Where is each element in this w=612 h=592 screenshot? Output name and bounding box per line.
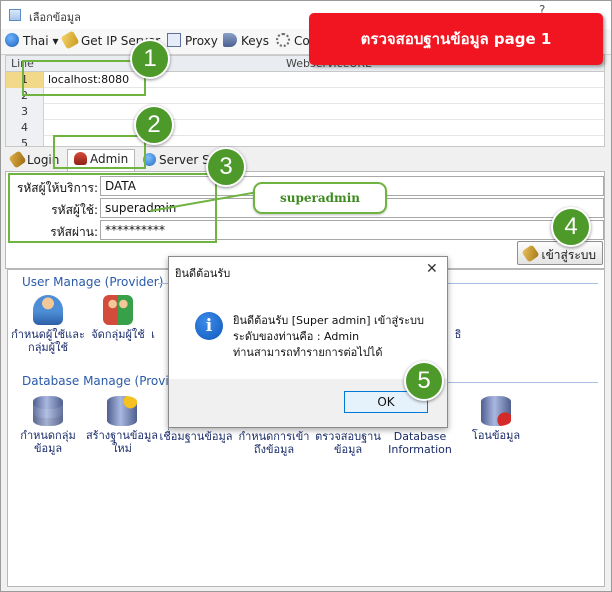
webservice-url-cell[interactable]: localhost:8080: [48, 73, 130, 86]
window-title: เลือกข้อมูล: [29, 11, 81, 24]
dialog-message-line: ระดับของท่านคือ : Admin: [233, 330, 360, 343]
key-icon: [8, 150, 27, 169]
tab-strip: Login Admin Server S: [5, 149, 605, 171]
highlight-box-server-url: [22, 60, 146, 96]
menu-config[interactable]: Co: [276, 33, 310, 51]
login-button[interactable]: เข้าสู่ระบบ: [517, 241, 603, 265]
row-number: 4: [6, 120, 44, 136]
create-database-button[interactable]: สร้างฐานข้อมูลใหม่: [82, 396, 162, 455]
database-manage-title: Database Manage (Provider): [22, 374, 194, 388]
globe-icon: [5, 33, 19, 47]
wand-icon: [60, 30, 80, 50]
highlight-box-login-form: [8, 173, 217, 243]
verify-database-label: ตรวจสอบฐานข้อมูล: [315, 430, 381, 456]
user-code-label: รหัสผู้ใช้:: [51, 203, 98, 217]
table-row[interactable]: 5: [6, 136, 604, 146]
transfer-data-button[interactable]: โอนข้อมูล: [456, 396, 536, 442]
password-label: รหัสผ่าน:: [50, 225, 98, 239]
globe-icon: [143, 153, 156, 166]
username-callout: superadmin: [253, 182, 387, 214]
dialog-close-button[interactable]: ✕: [426, 261, 438, 277]
key-icon: [521, 244, 540, 263]
row-number: 3: [6, 104, 44, 120]
tab-admin[interactable]: Admin: [67, 149, 136, 171]
define-data-group-button[interactable]: กำหนดกลุ่มข้อมูล: [8, 396, 88, 455]
database-information-label: Database Information: [388, 430, 452, 456]
step-badge-1: 1: [130, 39, 170, 79]
provider-code-label: รหัสผู้ให้บริการ:: [16, 181, 98, 195]
welcome-dialog: ยินดีต้อนรับ ✕ i ยินดีต้อนรับ [Super adm…: [168, 256, 448, 428]
connect-database-button[interactable]: เชื่อมฐานข้อมูล: [154, 430, 238, 443]
user-manage-title: User Manage (Provider): [22, 275, 164, 289]
connect-database-label: เชื่อมฐานข้อมูล: [159, 430, 233, 443]
highlight-box-admin-tab: [53, 135, 146, 169]
define-data-group-label: กำหนดกลุ่มข้อมูล: [20, 429, 76, 455]
proxy-icon: [167, 33, 181, 47]
menu-language[interactable]: Thai ▾: [5, 33, 58, 51]
dialog-message-line: ยินดีต้อนรับ [Super admin] เข้าสู่ระบบ: [233, 314, 424, 327]
manage-users-label: กำหนดผู้ใช้และกลุ่มผู้ใช้: [11, 328, 85, 354]
data-access-button[interactable]: กำหนดการเข้าถึงข้อมูล: [234, 430, 314, 456]
menu-language-label: Thai ▾: [23, 34, 59, 48]
dialog-title: ยินดีต้อนรับ: [175, 267, 231, 280]
app-icon: [9, 9, 21, 21]
menu-keys[interactable]: Keys: [223, 33, 269, 51]
user-groups-label: จัดกลุ่มผู้ใช้: [91, 328, 145, 341]
minimize-button[interactable]: ?: [539, 3, 546, 17]
user-manage-item-partial[interactable]: เ: [133, 328, 173, 341]
database-information-button[interactable]: Database Information: [380, 430, 460, 456]
dialog-message-line: ท่านสามารถทำรายการต่อไปได้: [233, 346, 383, 359]
user-manage-item-partial-label: เ: [151, 328, 155, 341]
user-group-icon: [103, 295, 133, 325]
table-row[interactable]: 4: [6, 120, 604, 136]
user-groups-button[interactable]: จัดกลุ่มผู้ใช้: [78, 295, 158, 341]
dialog-footer: OK: [169, 379, 447, 427]
login-button-label: เข้าสู่ระบบ: [541, 248, 597, 262]
row-number: 1: [6, 72, 44, 88]
database-icon: [33, 396, 63, 426]
tab-login-label: Login: [27, 153, 60, 167]
admin-user-icon: [74, 152, 87, 165]
page-banner: ตรวจสอบฐานข้อมูล page 1: [309, 13, 603, 65]
create-database-label: สร้างฐานข้อมูลใหม่: [85, 429, 159, 455]
data-access-label: กำหนดการเข้าถึงข้อมูล: [238, 430, 310, 456]
ok-button[interactable]: OK: [344, 391, 428, 413]
key-icon: [223, 33, 237, 47]
permissions-item-partial[interactable]: ธิ: [438, 328, 478, 341]
step-badge-5: 5: [404, 361, 444, 401]
tab-server-settings-label: Server S: [159, 153, 210, 167]
tab-admin-label: Admin: [90, 152, 129, 166]
tab-server-settings[interactable]: Server S: [137, 151, 216, 171]
manage-users-button[interactable]: กำหนดผู้ใช้และกลุ่มผู้ใช้: [8, 295, 88, 354]
menu-keys-label: Keys: [241, 34, 270, 48]
permissions-item-partial-label: ธิ: [454, 328, 462, 341]
row-number: 5: [6, 136, 44, 146]
tab-login[interactable]: Login: [5, 150, 65, 171]
database-transfer-icon: [481, 396, 511, 426]
database-new-icon: [107, 396, 137, 426]
step-badge-3: 3: [206, 147, 246, 187]
table-row[interactable]: 3: [6, 104, 604, 120]
password-input[interactable]: [100, 220, 604, 240]
verify-database-button[interactable]: ตรวจสอบฐานข้อมูล: [308, 430, 388, 456]
menu-proxy[interactable]: Proxy: [167, 33, 218, 51]
transfer-data-label: โอนข้อมูล: [471, 429, 521, 442]
step-badge-2: 2: [134, 105, 174, 145]
step-badge-4: 4: [551, 207, 591, 247]
gear-icon: [276, 33, 290, 47]
table-row[interactable]: 1 localhost:8080: [6, 72, 604, 88]
menu-proxy-label: Proxy: [185, 34, 218, 48]
user-icon: [33, 295, 63, 325]
info-icon: i: [195, 312, 223, 340]
menu-config-label: Co: [294, 34, 310, 48]
